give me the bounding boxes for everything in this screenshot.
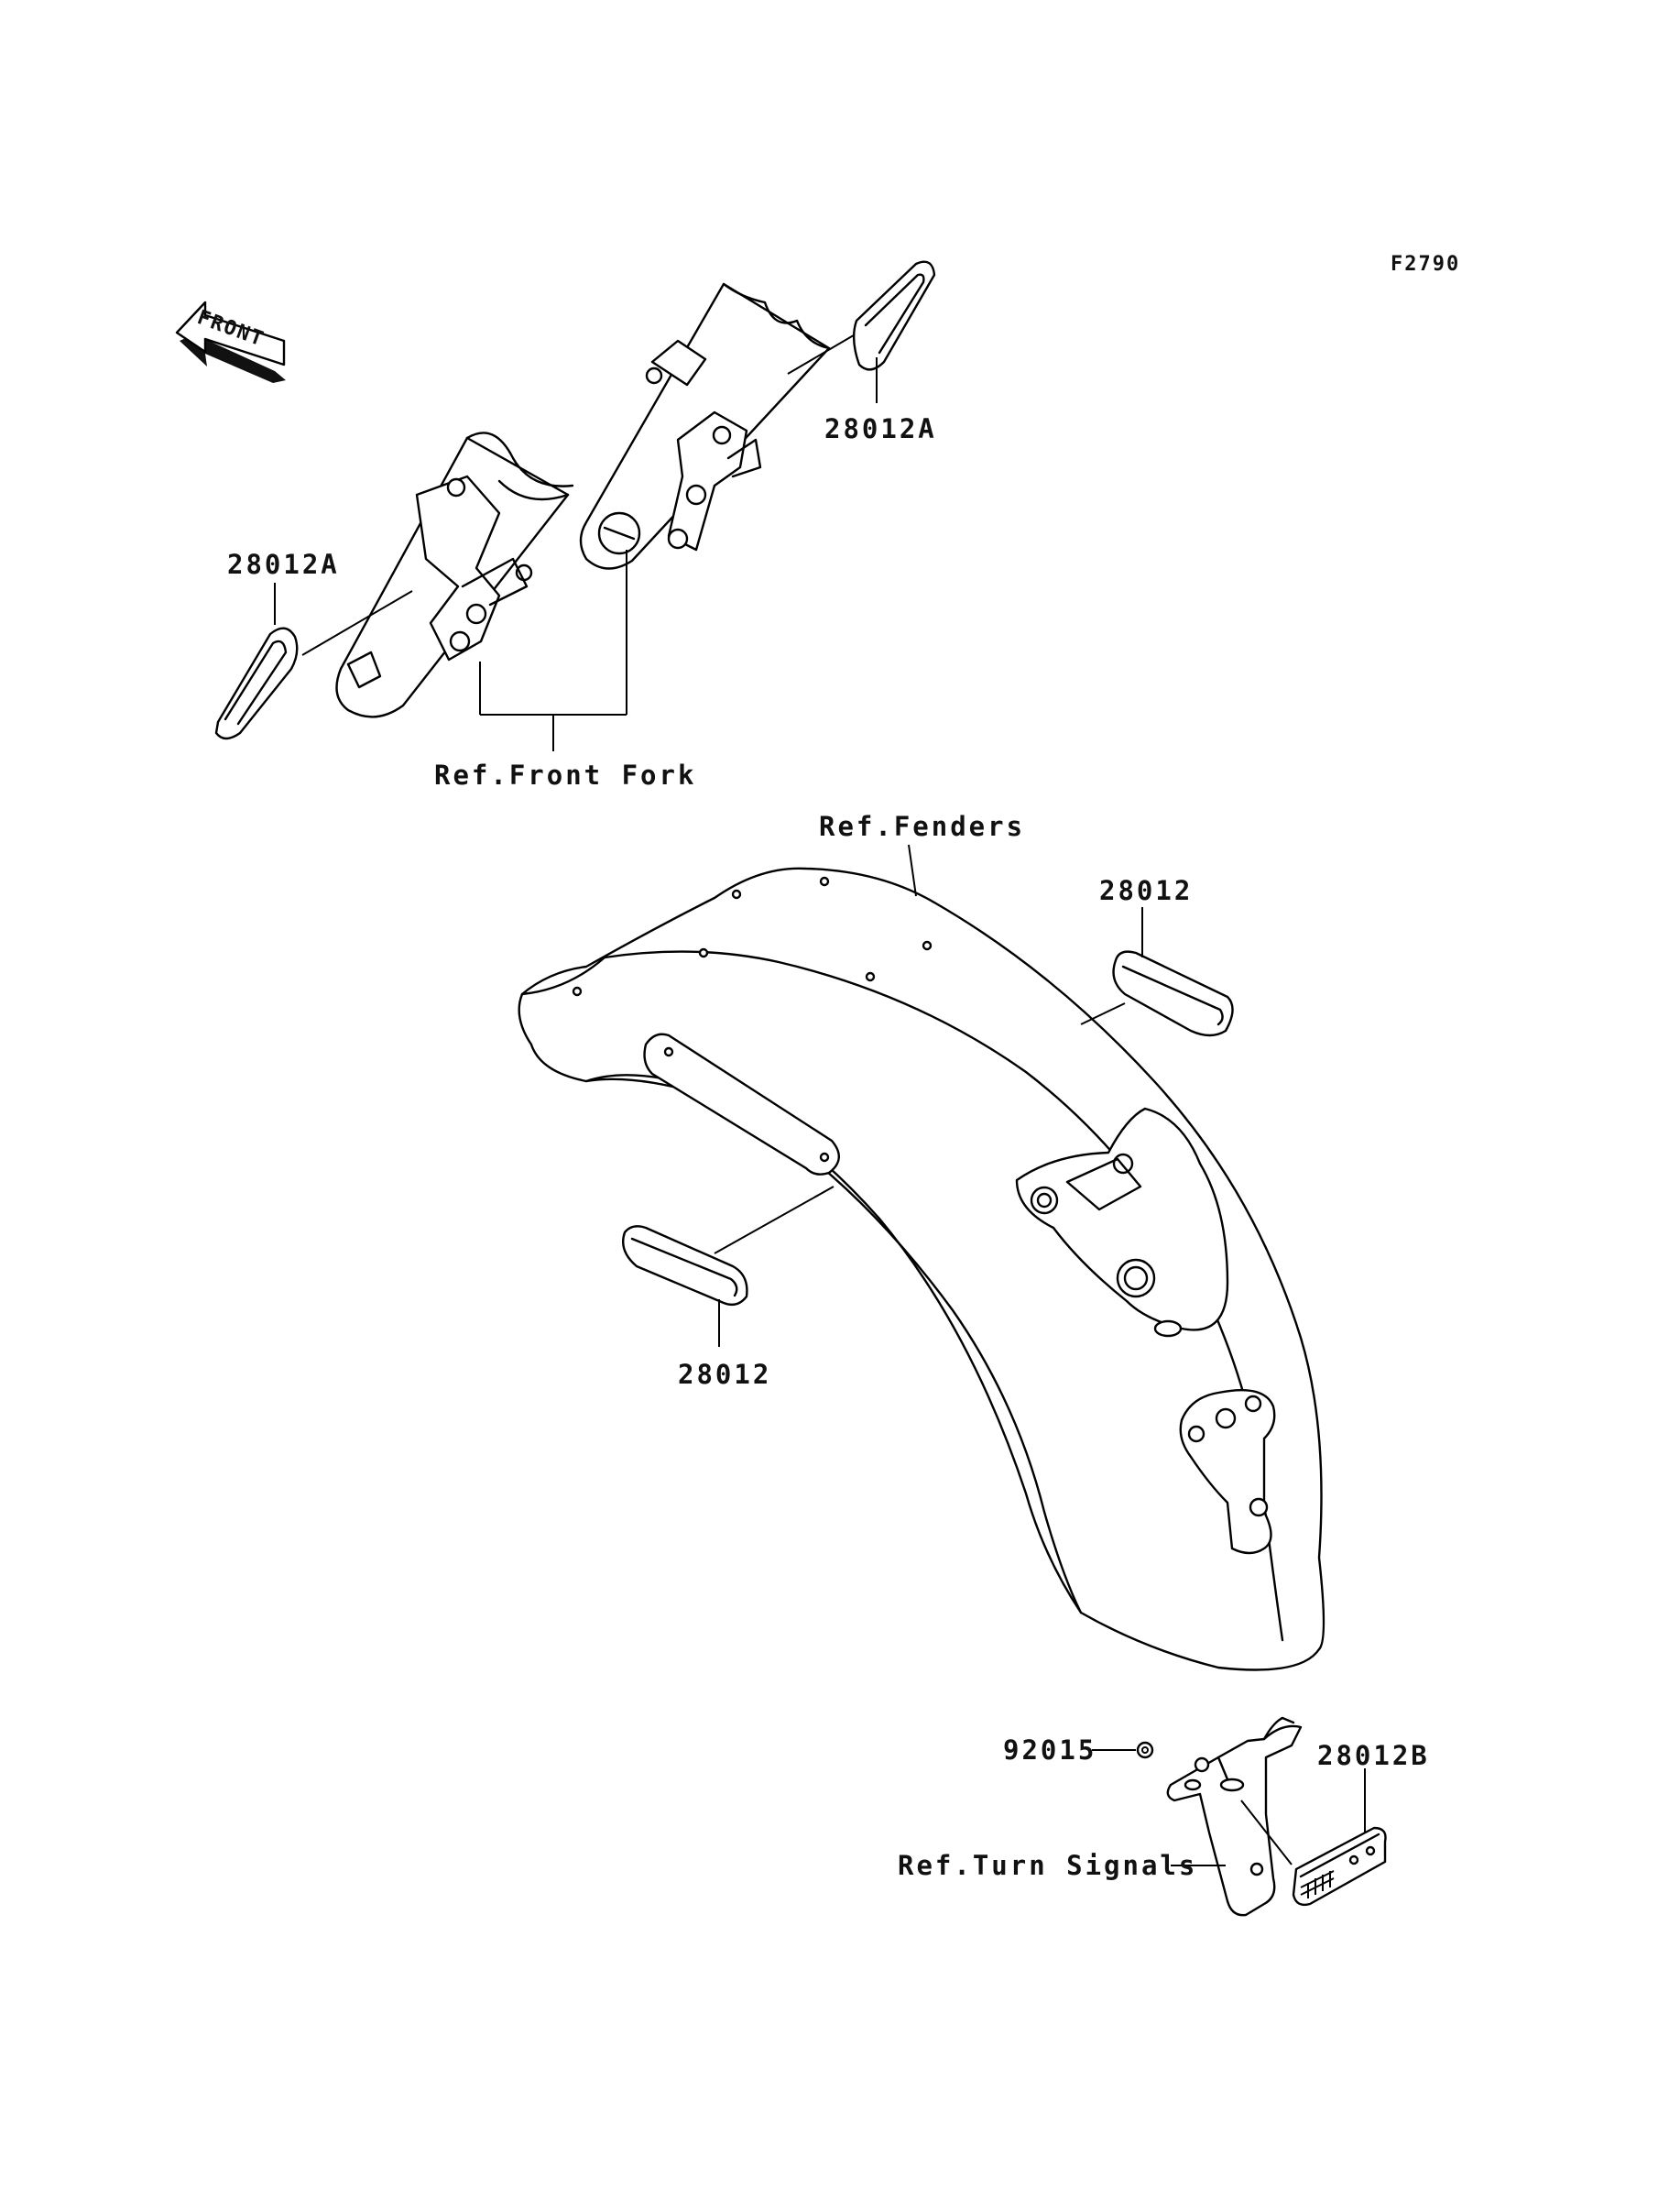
leader-rear-reflector-to-bracket — [1240, 1800, 1293, 1865]
rear-reflector — [1292, 1826, 1387, 1907]
label-fender-reflector-left: 28012 — [678, 1359, 771, 1390]
front-fork-left-leg — [301, 432, 574, 718]
label-ref-fenders: Ref.Fenders — [819, 811, 1025, 842]
turn-signal-bracket — [1166, 1716, 1303, 1917]
figure-code: F2790 — [1391, 253, 1460, 276]
leader-fender-reflector-left-to-part — [714, 1186, 835, 1254]
label-fork-reflector-right: 28012A — [824, 413, 937, 444]
leader-ref-fenders — [908, 844, 917, 897]
fender-reflector-left — [621, 1225, 748, 1307]
fork-reflector-left — [214, 627, 299, 740]
nut-icon — [1136, 1741, 1154, 1759]
front-fork-right-leg — [579, 282, 864, 570]
label-nut: 92015 — [1003, 1734, 1096, 1766]
label-ref-front-fork: Ref.Front Fork — [434, 760, 696, 791]
fender-reflector-right — [1112, 950, 1234, 1037]
rear-fender — [518, 867, 1325, 1671]
leader-fender-reflector-right-to-part — [1080, 1002, 1126, 1025]
label-fender-reflector-right: 28012 — [1099, 875, 1193, 906]
label-ref-turn-signals: Ref.Turn Signals — [898, 1850, 1197, 1881]
fork-reflector-right — [852, 260, 936, 371]
label-rear-reflector: 28012B — [1317, 1740, 1430, 1771]
front-direction-arrow-icon: FRONT — [175, 301, 286, 383]
reflector-lens-pattern — [1300, 1870, 1335, 1898]
front-fork-reference-bracket — [479, 550, 627, 751]
label-fork-reflector-left: 28012A — [227, 549, 340, 580]
